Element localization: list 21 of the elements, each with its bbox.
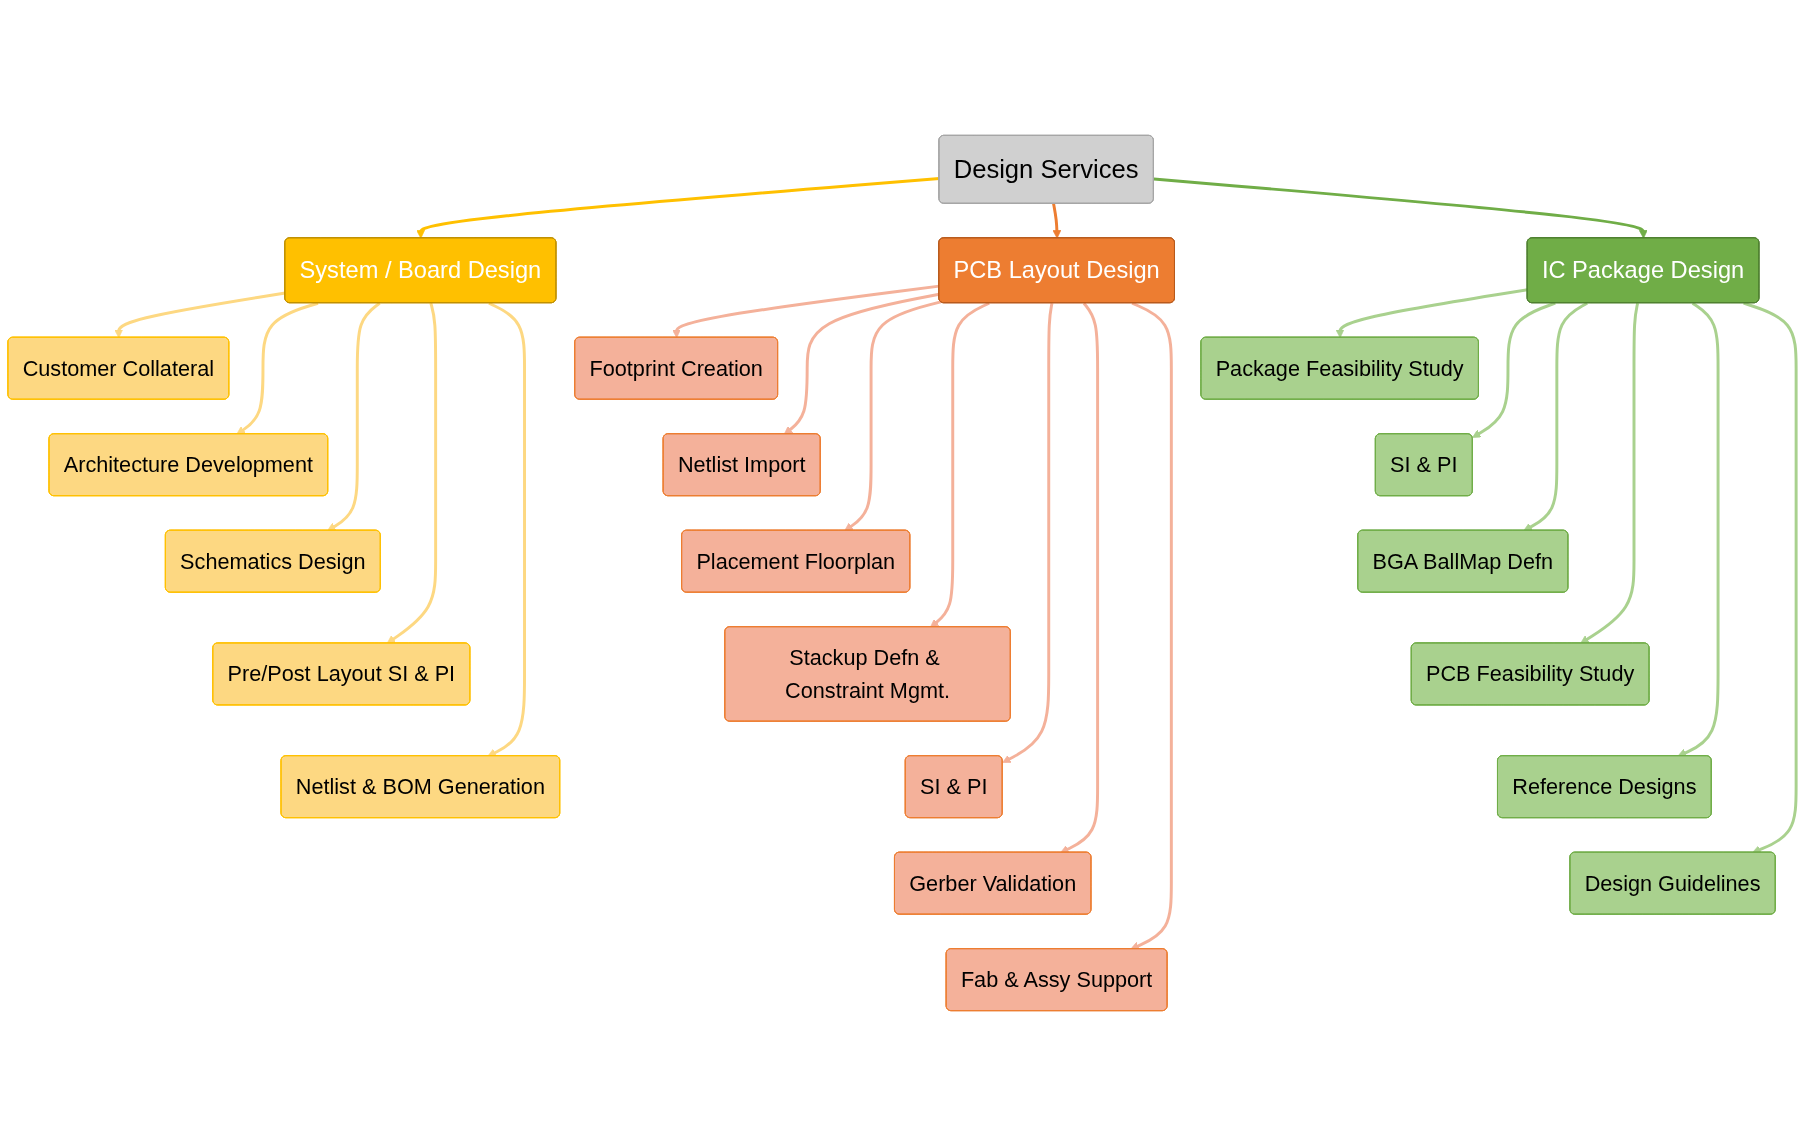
arrow [1153, 177, 1648, 239]
arrow [487, 301, 526, 757]
arrow [386, 302, 438, 644]
arrow [416, 177, 940, 239]
arrow [236, 301, 319, 435]
arrow [844, 300, 942, 532]
arrow [114, 291, 286, 339]
arrow [327, 302, 381, 532]
arrow [783, 292, 940, 435]
arrow [930, 301, 990, 628]
arrow [1580, 302, 1640, 644]
arrow [1060, 302, 1100, 854]
arrow [672, 284, 940, 339]
arrow [1677, 302, 1720, 757]
arrow [1523, 301, 1588, 532]
arrow [1335, 288, 1528, 339]
arrow [1052, 203, 1062, 239]
arrow [1130, 301, 1173, 950]
arrow [1002, 302, 1054, 763]
arrow [1743, 301, 1798, 854]
arrow [1472, 301, 1556, 438]
